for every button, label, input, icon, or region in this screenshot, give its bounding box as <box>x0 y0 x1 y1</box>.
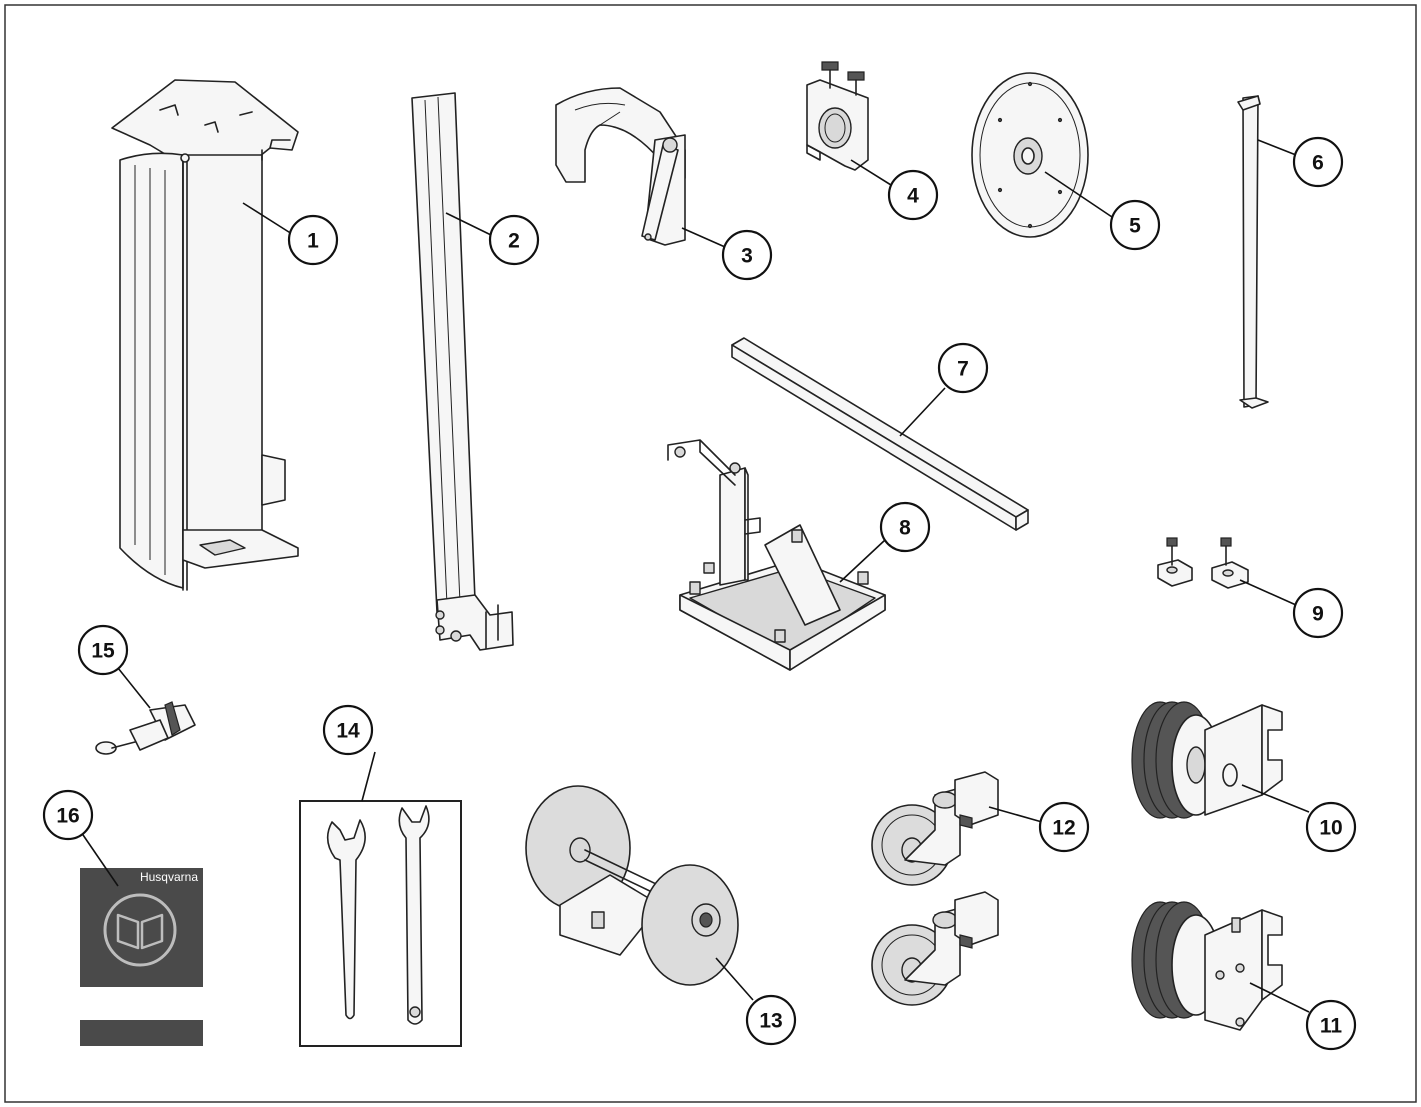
callout-16: 16 <box>42 789 94 841</box>
part-7-square-tube <box>731 337 1029 531</box>
callout-13: 13 <box>745 994 797 1046</box>
part-14-wrench-set <box>299 800 462 1047</box>
leader-lines <box>80 139 1310 1013</box>
diagram-frame <box>4 4 1417 1103</box>
part-9-clamp-blocks <box>1157 537 1249 589</box>
svg-text:12: 12 <box>1052 817 1075 840</box>
svg-text:10: 10 <box>1319 817 1342 840</box>
part-11-roller-assembly <box>1131 901 1283 1031</box>
svg-text:3: 3 <box>741 245 753 268</box>
callout-15: 15 <box>77 624 129 676</box>
part-2-vertical-rail <box>411 92 514 651</box>
part-12-caster-wheels <box>871 771 999 1006</box>
callout-5: 5 <box>1109 199 1161 251</box>
svg-text:2: 2 <box>508 230 520 253</box>
part-5-disc-wheel <box>971 72 1089 238</box>
part-6-flat-bar <box>1237 95 1269 409</box>
callout-9: 9 <box>1292 587 1344 639</box>
part-10-roller-assembly <box>1131 701 1283 819</box>
callout-8: 8 <box>879 501 931 553</box>
svg-text:8: 8 <box>899 517 911 540</box>
callout-11: 11 <box>1305 999 1357 1051</box>
svg-text:11: 11 <box>1320 1015 1343 1038</box>
svg-text:15: 15 <box>91 640 115 663</box>
svg-text:14: 14 <box>336 720 360 743</box>
callout-12: 12 <box>1038 801 1090 853</box>
svg-text:16: 16 <box>56 805 79 828</box>
part-4-knob-bracket <box>806 61 869 171</box>
svg-text:6: 6 <box>1312 152 1324 175</box>
callout-14: 14 <box>322 704 374 756</box>
part-8-base-frame <box>667 439 886 671</box>
svg-text:5: 5 <box>1129 215 1141 238</box>
svg-text:9: 9 <box>1312 603 1324 626</box>
callout-10: 10 <box>1305 801 1357 853</box>
part-15-hose-connector <box>95 701 196 755</box>
callout-3: 3 <box>721 229 773 281</box>
callout-1: 1 <box>287 214 339 266</box>
callout-4: 4 <box>887 169 939 221</box>
part-1-column-guard <box>111 79 299 591</box>
callout-6: 6 <box>1292 136 1344 188</box>
svg-text:13: 13 <box>759 1010 782 1033</box>
book-icon <box>116 913 164 950</box>
part-3-curved-guard <box>555 87 686 246</box>
svg-text:4: 4 <box>907 185 919 208</box>
manual-brand-text: Husqvarna <box>140 870 198 884</box>
svg-text:1: 1 <box>307 230 319 253</box>
part-16-operator-manual: Husqvarna <box>80 868 203 1046</box>
callout-7: 7 <box>937 342 989 394</box>
part-13-wheel-axle <box>525 785 739 986</box>
callout-2: 2 <box>488 214 540 266</box>
svg-text:7: 7 <box>957 358 969 381</box>
